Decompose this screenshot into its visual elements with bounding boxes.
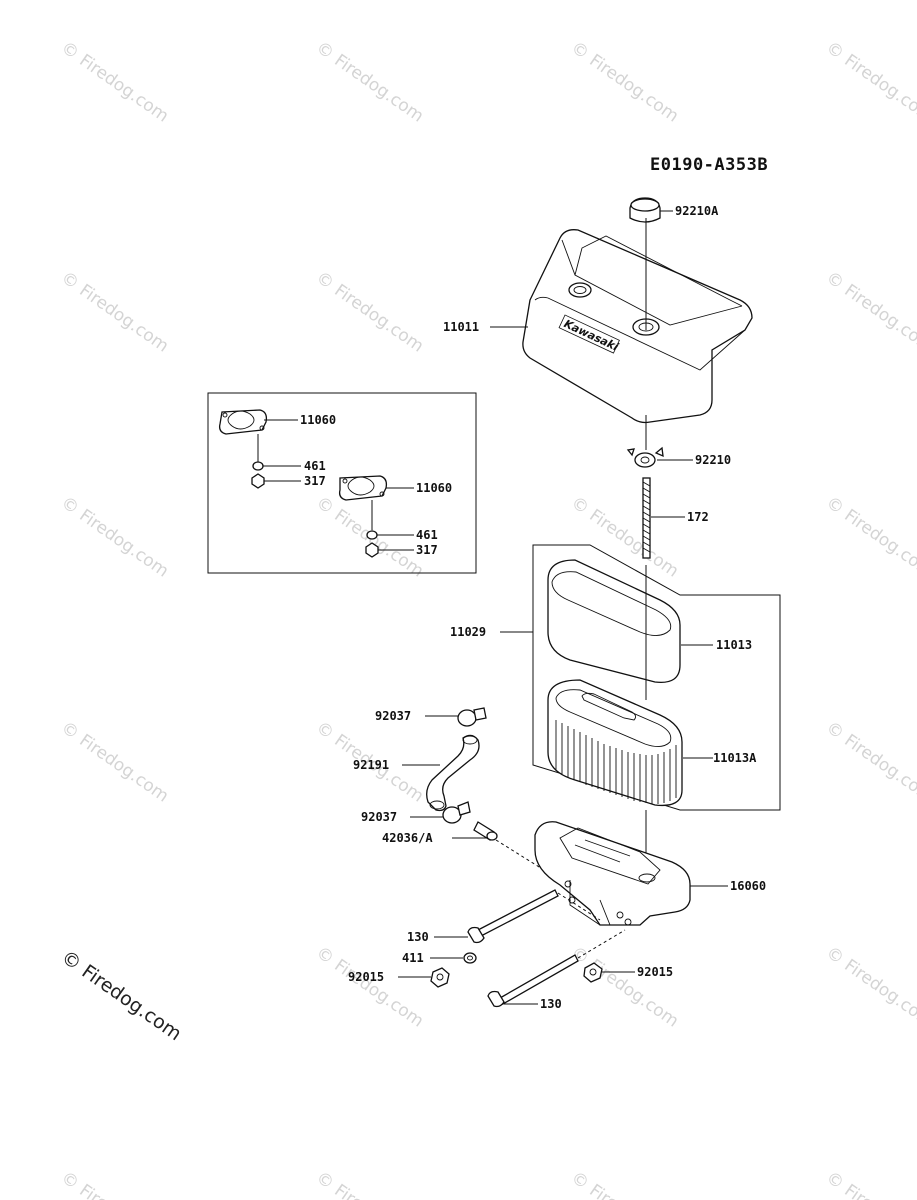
part-92015-nut-right [583, 962, 635, 983]
watermark: © Firedog.com [312, 38, 427, 127]
part-11011-air-cleaner-cover: Kawasaki [490, 229, 753, 424]
watermark: © Firedog.com [822, 943, 917, 1032]
part-172-stud [642, 477, 685, 559]
part-92210-wing-nut [626, 446, 693, 468]
watermark-layer: © Firedog.com © Firedog.com © Firedog.co… [57, 38, 917, 1200]
watermark: © Firedog.com [822, 493, 917, 582]
label-92210A: 92210A [675, 204, 719, 218]
watermark: © Firedog.com [57, 268, 172, 357]
label-92191: 92191 [353, 758, 389, 772]
inset-label-461-a: 461 [304, 459, 326, 473]
watermark: © Firedog.com [567, 943, 682, 1032]
part-92037-clamp-upper [425, 707, 487, 727]
watermark: © Firedog.com [57, 38, 172, 127]
watermark: © Firedog.com [567, 38, 682, 127]
label-16060: 16060 [730, 879, 766, 893]
part-130-bolt-lower [487, 929, 626, 1008]
part-130-bolt-upper [434, 889, 601, 944]
label-11013: 11013 [716, 638, 752, 652]
watermark-main: © Firedog.com [57, 946, 185, 1045]
label-130-lower: 130 [540, 997, 562, 1011]
watermark: © Firedog.com [57, 493, 172, 582]
part-92015-nut-left [398, 967, 450, 988]
label-411: 411 [402, 951, 424, 965]
label-92037-upper: 92037 [375, 709, 411, 723]
watermark: © Firedog.com [822, 268, 917, 357]
diagram-code: E0190-A353B [650, 155, 768, 175]
label-130-upper: 130 [407, 930, 429, 944]
part-411-washer [430, 952, 477, 964]
label-11013A: 11013A [713, 751, 757, 765]
part-16060-air-cleaner-base [534, 821, 728, 926]
part-11013-pre-cleaner [547, 559, 713, 684]
label-92015-right: 92015 [637, 965, 673, 979]
inset-label-317-a: 317 [304, 474, 326, 488]
watermark: © Firedog.com [822, 38, 917, 127]
label-11029: 11029 [450, 625, 486, 639]
inset-label-317-b: 317 [416, 543, 438, 557]
watermark: © Firedog.com [312, 1168, 427, 1200]
watermark: © Firedog.com [312, 268, 427, 357]
bracket-11029 [500, 544, 781, 811]
watermark: © Firedog.com [822, 1168, 917, 1200]
inset-gasket-detail [207, 392, 477, 574]
part-11013A-air-filter-element [547, 679, 713, 807]
watermark: © Firedog.com [822, 718, 917, 807]
part-92191-breather-hose [402, 734, 480, 812]
part-92037-clamp-lower [410, 801, 471, 824]
part-92210A-cap-nut [629, 197, 673, 223]
label-42036A: 42036/A [382, 831, 433, 845]
inset-label-461-b: 461 [416, 528, 438, 542]
label-92037-lower: 92037 [361, 810, 397, 824]
inset-label-11060-b: 11060 [416, 481, 452, 495]
label-172: 172 [687, 510, 709, 524]
watermark: © Firedog.com [57, 1168, 172, 1200]
label-92210: 92210 [695, 453, 731, 467]
watermark: © Firedog.com [57, 718, 172, 807]
watermark: © Firedog.com [567, 1168, 682, 1200]
label-92015-left: 92015 [348, 970, 384, 984]
label-11011: 11011 [443, 320, 479, 334]
inset-label-11060-a: 11060 [300, 413, 336, 427]
